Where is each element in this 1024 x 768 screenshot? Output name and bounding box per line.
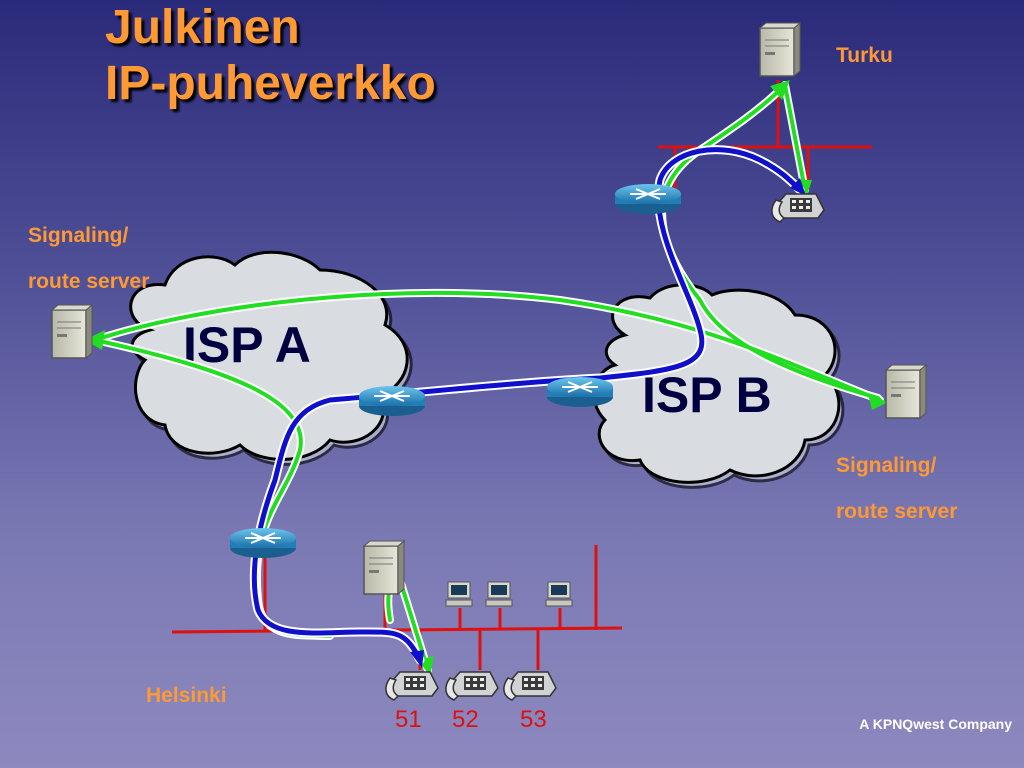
pc-icon <box>485 581 513 607</box>
router-helsinki <box>229 527 297 559</box>
pc-icon <box>445 581 473 607</box>
footer-company: A KPNQwest Company <box>859 716 1012 732</box>
helsinki-server-icon <box>363 540 405 595</box>
turku-label: Turku <box>836 44 893 67</box>
extension-label-53: 53 <box>520 706 547 733</box>
phone-icon-51 <box>385 671 439 701</box>
isp-a-label: ISP A <box>183 317 311 373</box>
left-server-label-2: route server <box>28 270 150 293</box>
phone-icon-53 <box>503 671 557 701</box>
turku-lan <box>658 80 872 190</box>
isp-a-cloud <box>129 250 413 466</box>
router-isp-b <box>546 376 614 408</box>
router-turku <box>614 183 682 215</box>
turku-server-icon <box>759 22 801 77</box>
right-server-label-1: Signaling/ <box>836 454 937 477</box>
isp-b-label: ISP B <box>642 367 772 423</box>
left-server-icon <box>51 304 93 359</box>
left-server-label-1: Signaling/ <box>28 224 129 247</box>
right-server-label-2: route server <box>836 500 958 523</box>
slide-title: Julkinen IP-puheverkko <box>105 0 436 112</box>
extension-label-51: 51 <box>395 706 422 733</box>
title-line-1: Julkinen <box>105 1 300 54</box>
title-line-2: IP-puheverkko <box>105 57 436 110</box>
media-path <box>249 145 806 668</box>
router-isp-a <box>358 385 426 417</box>
right-server-icon <box>885 364 927 419</box>
phone-icon-turku <box>771 193 825 223</box>
extension-label-52: 52 <box>452 706 479 733</box>
helsinki-label: Helsinki <box>146 684 227 707</box>
phone-icon-52 <box>445 671 499 701</box>
isp-b-cloud <box>592 283 845 489</box>
pc-icon <box>545 581 573 607</box>
